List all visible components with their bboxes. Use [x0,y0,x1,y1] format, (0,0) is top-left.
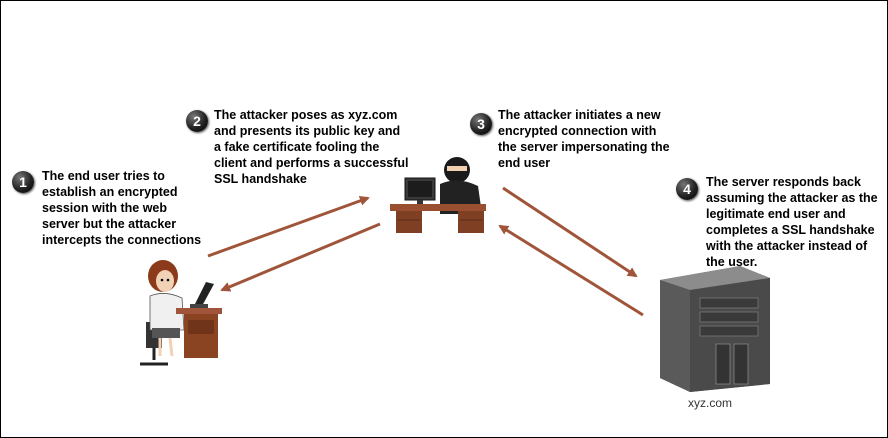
step-2-line: SSL handshake [214,172,307,186]
arrow-attacker-to-user [220,222,381,292]
step-4-line: completes a SSL handshake [706,223,875,237]
step-1-badge: 1 [12,171,34,193]
step-1-text: The end user tries to establish an encry… [42,168,201,248]
step-4-badge: 4 [676,178,698,200]
step-1-line: intercepts the connections [42,233,202,247]
step-1-line: session with the web [42,201,168,215]
step-2-text: The attacker poses as xyz.com and presen… [214,107,409,187]
step-2-badge: 2 [186,110,208,132]
server-illustration [660,266,770,392]
arrow-user-to-attacker [207,196,370,258]
step-4-line: the user. [706,255,758,269]
step-3-badge: 3 [470,113,492,135]
step-4-line: The server responds back [706,175,861,189]
step-1-line: The end user tries to [42,169,165,183]
step-4-line: assuming the attacker as the [706,191,878,205]
step-2-line: client and performs a successful [214,156,409,170]
server-label: xyz.com [688,396,733,410]
step-3-text: The attacker initiates a new encrypted c… [498,107,670,171]
step-1-line: server but the attacker [42,217,177,231]
step-1-line: establish an encrypted [42,185,178,199]
step-3-line: The attacker initiates a new [498,108,661,122]
step-4-text: The server responds back assuming the at… [706,174,878,270]
attacker-illustration [390,157,486,233]
step-2-line: The attacker poses as xyz.com [214,108,398,122]
step-4-line: with the attacker instead of [706,239,868,253]
step-2-line: and presents its public key and [214,124,401,138]
step-3-line: the server impersonating the [498,140,670,154]
end-user-illustration [140,260,222,366]
step-3-line: encrypted connection with [498,124,657,138]
step-2-line: a fake certificate fooling the [214,140,380,154]
step-4-line: legitimate end user and [706,207,846,221]
arrow-attacker-to-server [502,186,638,278]
arrow-server-to-attacker [498,224,644,317]
step-3-line: end user [498,156,551,170]
